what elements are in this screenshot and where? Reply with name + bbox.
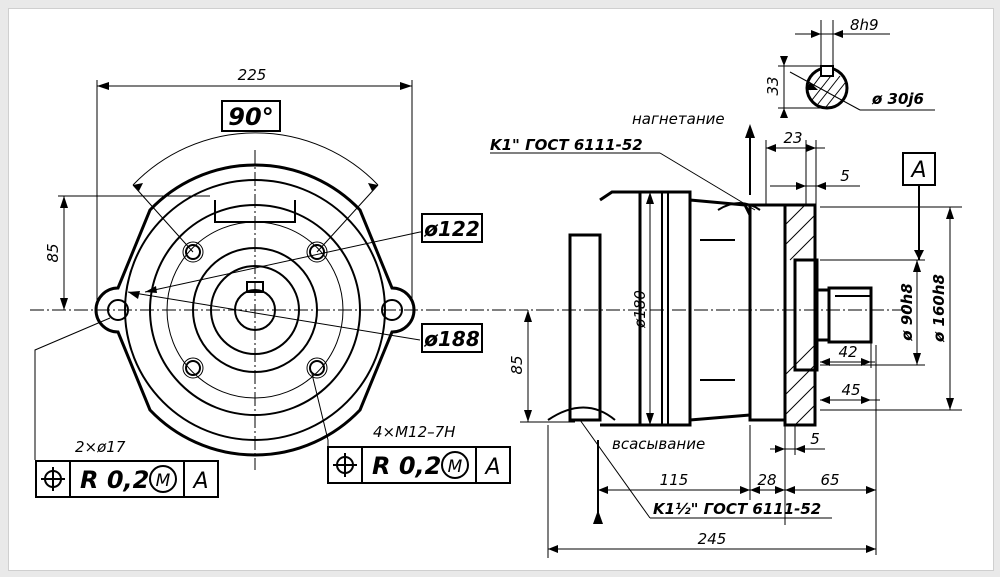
thread-top: K1" ГОСТ 6111-52	[490, 136, 643, 154]
dim-8h9: 8h9	[850, 16, 879, 34]
shaft-section: 8h9 33 ø 30j6	[764, 16, 935, 118]
dim-85-side: 85	[508, 355, 526, 374]
dim-28: 28	[757, 471, 776, 489]
label-discharge: нагнетание	[632, 110, 725, 128]
dim-d160: ø 160h8	[930, 274, 948, 343]
shaft	[827, 286, 873, 344]
svg-text:R 0,2: R 0,2	[80, 466, 149, 494]
dim-65: 65	[820, 471, 839, 489]
pilot-circle	[210, 265, 300, 355]
top-lug	[214, 200, 296, 223]
suction-port	[547, 406, 616, 421]
shaft-collar	[815, 288, 831, 342]
thread-bottom: K1½" ГОСТ 6111-52	[653, 500, 821, 518]
dim-5-bottom: 5	[810, 430, 820, 448]
dim-45: 45	[841, 381, 860, 399]
svg-text:A: A	[191, 469, 208, 494]
ear-hole-right	[381, 299, 403, 321]
angle-arc	[132, 132, 379, 186]
inner-circle	[149, 204, 361, 416]
dim-33: 33	[764, 76, 782, 95]
rear-cover	[568, 233, 602, 422]
holes-label-right: 4×M12–7H	[373, 423, 455, 441]
dim-225: 225	[238, 66, 267, 84]
flange-outline	[94, 163, 416, 457]
threaded-holes	[182, 241, 328, 379]
datum-box	[902, 152, 936, 186]
datum-a: A	[909, 158, 926, 183]
key-slot	[246, 281, 264, 293]
dim-d122: ø122	[423, 217, 480, 241]
flange-hatched	[783, 203, 817, 427]
holes-label-left: 2×ø17	[75, 438, 126, 456]
dim-d30: ø 30j6	[871, 90, 924, 108]
tolerance-frame-right: R 0,2 M A	[327, 446, 511, 484]
svg-text:M: M	[448, 457, 463, 477]
svg-text:R 0,2: R 0,2	[372, 452, 441, 480]
svg-text:M: M	[156, 471, 171, 491]
angle-label: 90°	[228, 103, 273, 131]
body-circle	[124, 179, 386, 441]
label-suction: всасывание	[612, 435, 705, 453]
dim-42: 42	[838, 343, 857, 361]
mount-flange	[748, 203, 787, 422]
front-view: 90° 225 85 ø122 ø188 2×ø17 4×M12–7H	[30, 66, 540, 498]
tolerance-frame-left: R 0,2 M A	[35, 460, 219, 498]
boss-circle	[192, 247, 318, 373]
dim-d188: ø188	[423, 327, 480, 351]
dim-d180: ø180	[631, 290, 649, 329]
dim-245: 245	[698, 530, 727, 548]
dim-d90: ø 90h8	[898, 283, 916, 342]
dim-115: 115	[660, 471, 689, 489]
side-view: нагнетание K1" ГОСТ 6111-52 всасывание K…	[490, 110, 962, 558]
dim-5-top: 5	[840, 167, 850, 185]
dim-23: 23	[783, 129, 802, 147]
ear-hole-left	[107, 299, 129, 321]
svg-text:A: A	[483, 455, 500, 480]
discharge-port	[717, 202, 761, 211]
angle-box	[221, 100, 281, 132]
dim-85-front: 85	[44, 243, 62, 262]
